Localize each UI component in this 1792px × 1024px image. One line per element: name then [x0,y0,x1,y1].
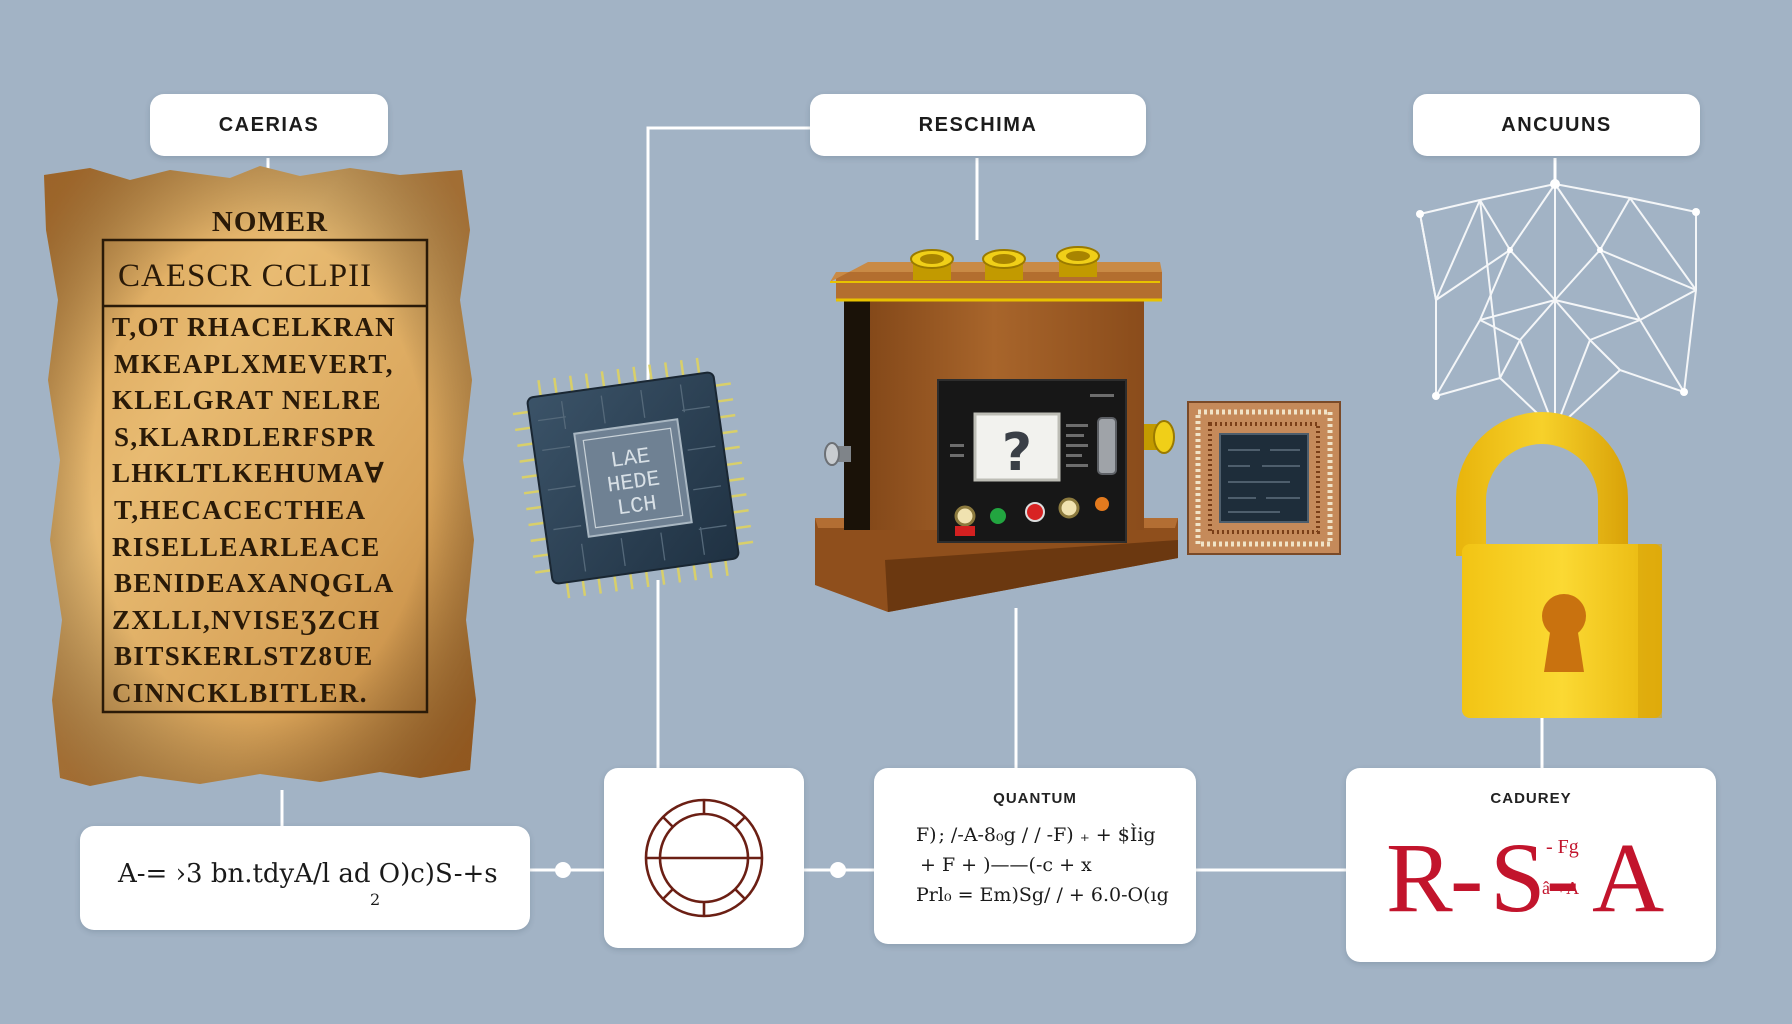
scroll-cipher-line: BITSKERLSTZ8UE [114,641,374,672]
quantum-title: QUANTUM [993,790,1077,807]
cipher-wheel-card[interactable] [604,768,804,948]
formula-left-subscript: 2 [370,890,381,909]
parchment-scroll [44,166,476,786]
junction-dot-center [830,862,846,878]
rsa-card[interactable]: CADUREY R - S - A - Fg â-+A [1346,768,1716,962]
scroll-cipher-line: MKEAPLXMEVERT, [114,348,394,379]
node-label-left[interactable]: CAERIAS [150,94,388,156]
scroll-cipher-line: CINNCKLBITLER. [112,678,368,708]
scroll-cipher-line: RISELLEARLEACE [112,531,381,562]
scroll-cipher-line: KLELGRAT NELRE [112,385,382,416]
scroll-cipher-line: LHKLTLKEHUMAⱯ [112,458,385,489]
rsa-letter-r: R [1386,822,1453,933]
chip-text-1: LAE [609,444,652,474]
quantum-line-3: Prl₀ = Em)Sg/ / + 6.0-O(ıg [916,884,1169,906]
formula-left-text: A-= ›3 bn.tdyA/l ad O)c)S-+s [118,859,498,889]
quantum-line-2: + F + )——(-c + x [920,854,1092,876]
circuit-chip-icon: LAE HEDE LCH [512,357,754,599]
rsa-superscript-2: â-+A [1542,878,1580,898]
node-label-center[interactable]: RESCHIMA [810,94,1146,156]
cipher-wheel-icon [644,798,764,918]
padlock-icon [1456,412,1662,718]
junction-dot-left [555,862,571,878]
connector-center-to-chip [646,126,810,380]
machine-top-knobs [910,246,1100,280]
rsa-dash-1: - [1450,822,1484,933]
rsa-letter-s: S [1490,822,1546,933]
chip-text-3: LCH [616,491,659,521]
node-label-right-text: ANCUUNS [1501,113,1612,136]
scroll-cipher-line: T,OT RHACELKRAN [112,312,397,342]
quantum-card[interactable]: QUANTUM F) ; /-A-8₀g / / -F) ₊ + $Ìig + … [874,768,1196,944]
scroll-cipher-line: T,HECACECTHEA [114,495,367,525]
node-label-center-text: RESCHIMA [918,113,1038,136]
scroll-cipher-line: BENIDEAXANQGLA [114,568,395,599]
node-label-left-text: CAERIAS [218,113,320,136]
quantum-line-1: F) ; /-A-8₀g / / -F) ₊ + $Ìig [916,824,1156,846]
cipher-machine-icon: ? [815,246,1178,612]
scroll-title: CAESCR CCLPII [118,258,373,294]
rsa-dash-2: - [1546,822,1580,933]
scroll-cipher-line: ZXLLI,NVISEƷZCH [112,604,381,635]
rsa-letter-a: A [1592,822,1665,933]
scroll-cipher-line: S,KLARDLERFSPR [114,421,376,452]
formula-card[interactable]: A-= ›3 bn.tdyA/l ad O)c)S-+s 2 [80,826,530,930]
machine-screen-symbol: ? [1002,423,1032,483]
lattice-nodes [1416,179,1700,434]
rsa-title: CADUREY [1490,790,1572,807]
node-label-right[interactable]: ANCUUNS [1413,94,1700,156]
scroll-heading: NOMER [211,206,329,238]
rsa-superscript-1: - Fg [1546,836,1579,858]
lattice-network-icon [1419,182,1697,432]
ceramic-chip-icon [1187,401,1341,555]
